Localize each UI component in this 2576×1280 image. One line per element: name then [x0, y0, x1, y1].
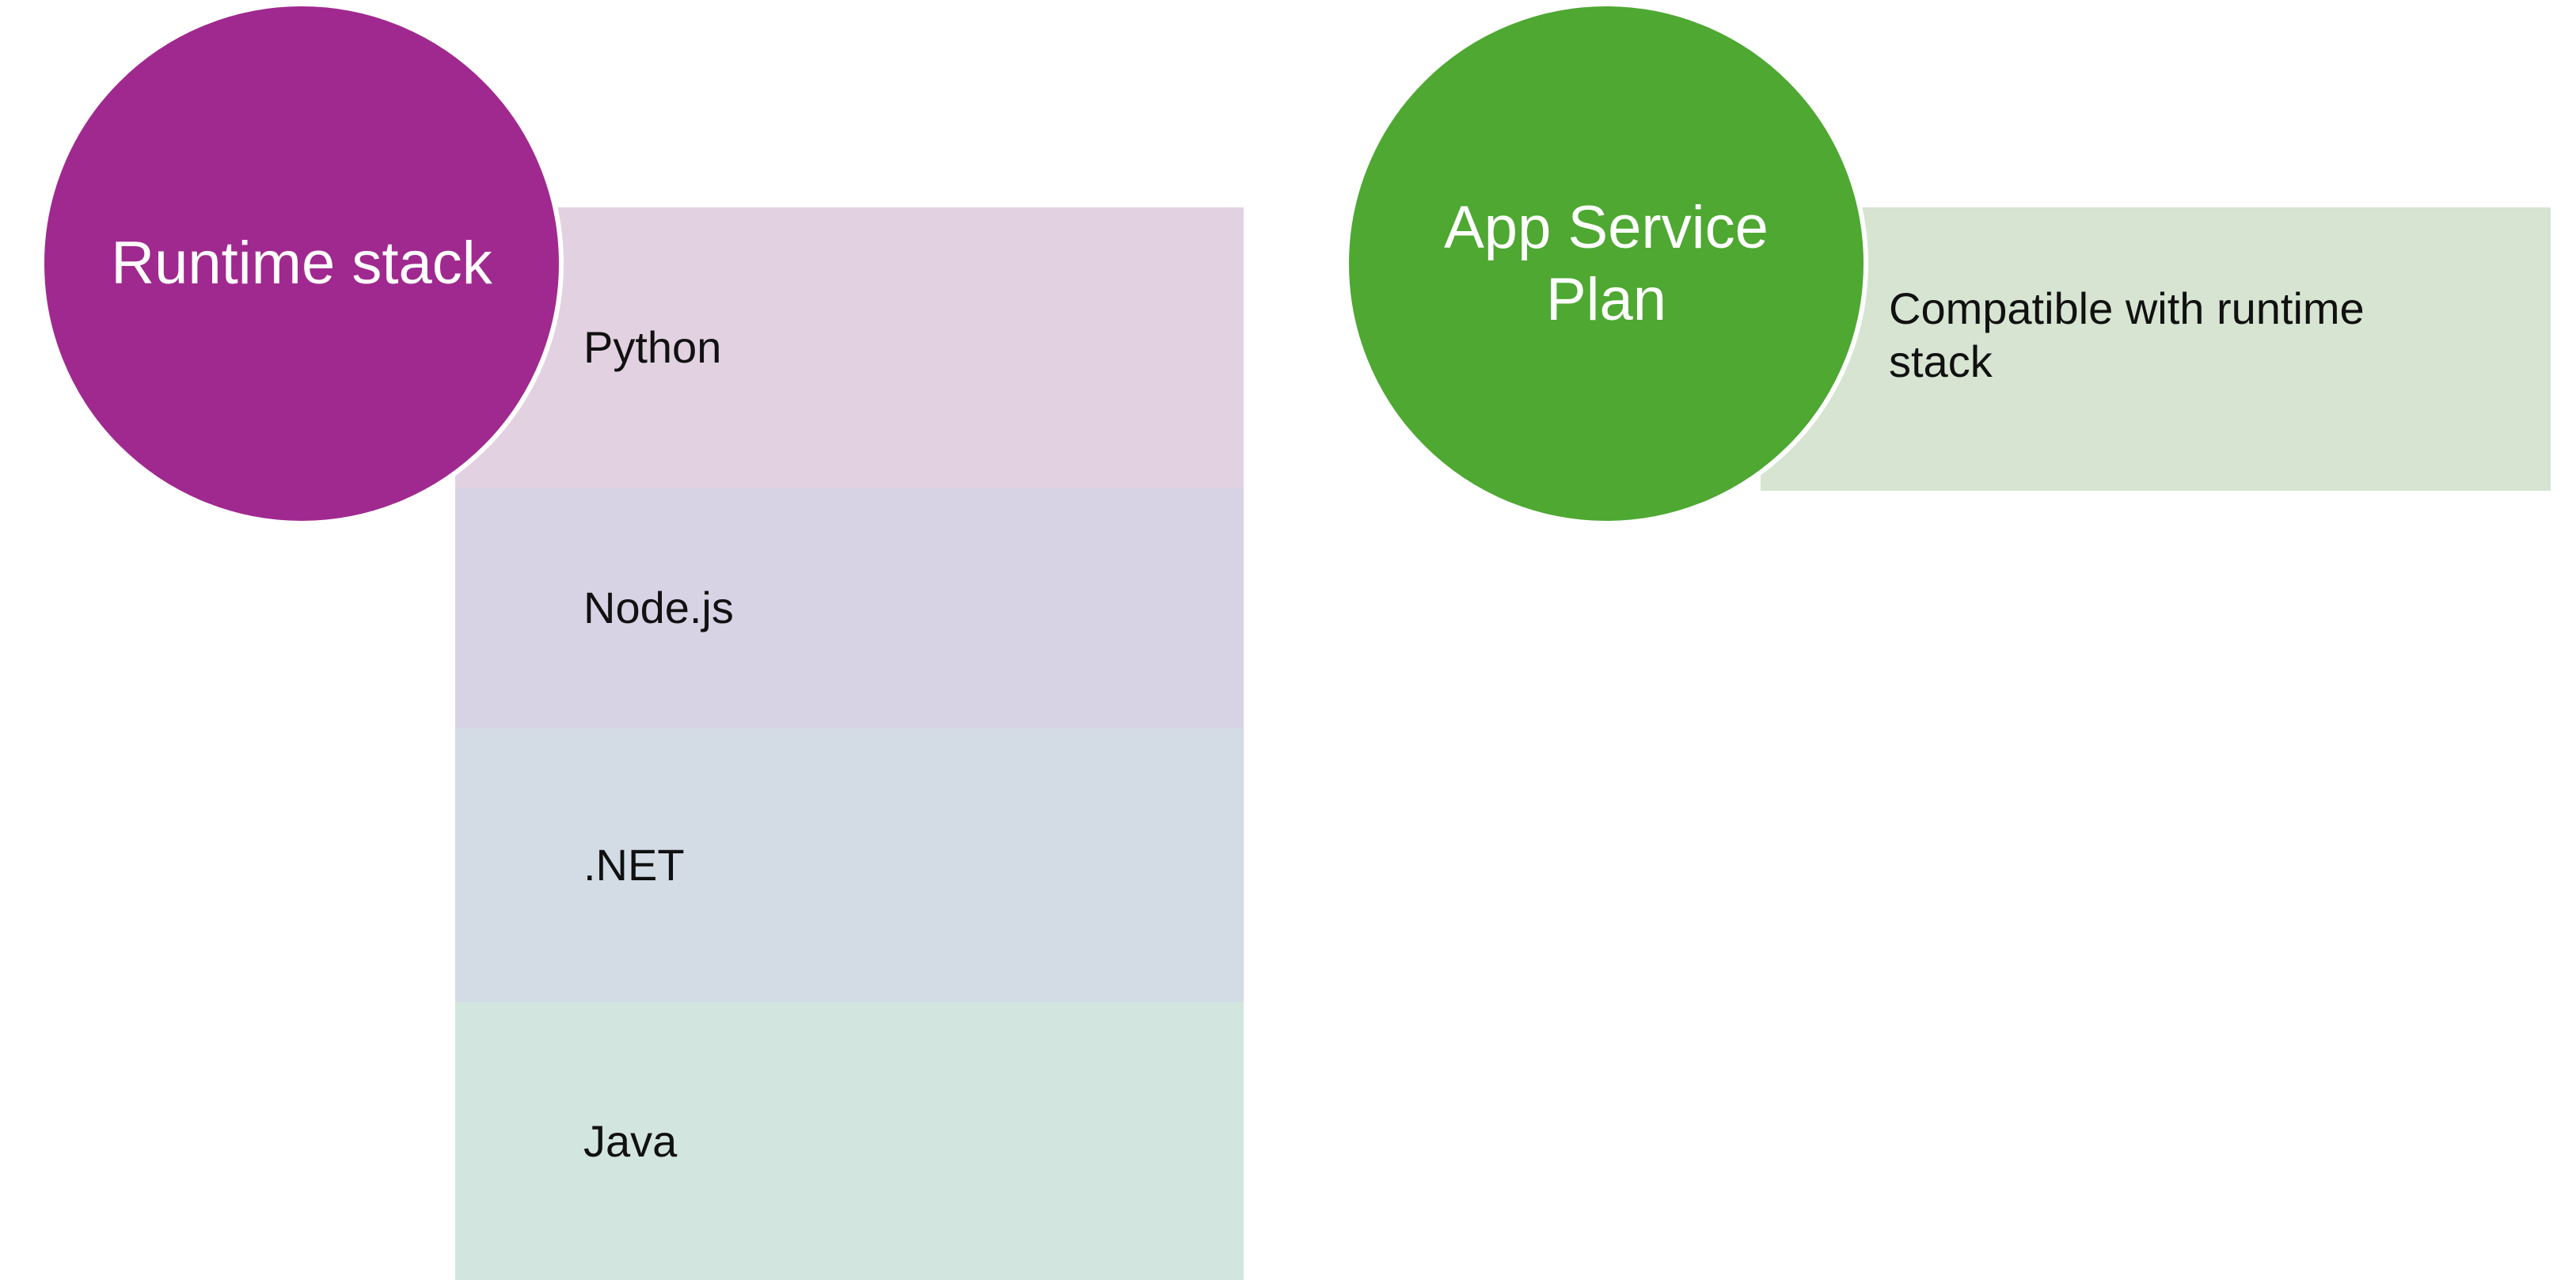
app-service-plan-circle: App Service Plan: [1344, 2, 1868, 526]
plan-item-label: Compatible with runtime stack: [1889, 283, 2365, 386]
runtime-stack-title: Runtime stack: [111, 230, 492, 298]
runtime-stack-circle: Runtime stack: [40, 2, 564, 526]
runtime-item-dotnet: .NET: [455, 728, 1244, 1002]
runtime-item-java: Java: [455, 1002, 1244, 1280]
runtime-item-label: Python: [583, 322, 722, 373]
app-service-plan-title: App Service Plan: [1444, 193, 1769, 333]
runtime-item-python: Python: [455, 207, 1244, 488]
plan-item-compatible: Compatible with runtime stack: [1761, 207, 2551, 491]
runtime-item-nodejs: Node.js: [455, 488, 1244, 728]
runtime-item-label: Java: [583, 1115, 678, 1166]
runtime-item-label: Node.js: [583, 583, 734, 633]
runtime-item-label: .NET: [583, 840, 685, 891]
